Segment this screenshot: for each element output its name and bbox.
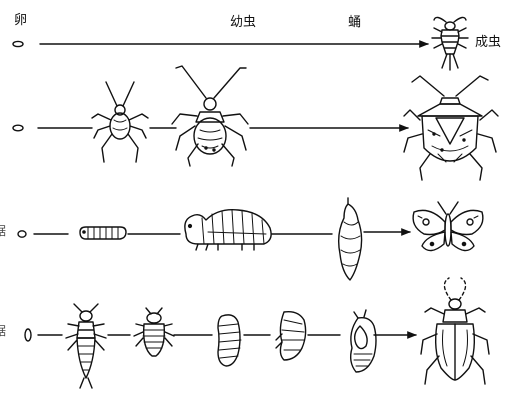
butterfly-icon (413, 202, 483, 251)
egg-icon (18, 231, 26, 237)
caterpillar-large-icon (185, 210, 271, 250)
beetle-larva-3-icon (218, 315, 241, 366)
egg-icon (25, 329, 31, 341)
row-butterfly (18, 198, 483, 280)
caterpillar-small-icon (80, 227, 126, 239)
beetle-larva-1-icon (66, 304, 106, 388)
egg-icon (13, 125, 23, 131)
beetle-larva-2-icon (134, 308, 174, 356)
row-hemimetabolous (13, 66, 498, 180)
chrysalis-icon (339, 198, 362, 280)
egg-icon (13, 41, 23, 46)
bug-nymph-large-icon (172, 66, 248, 166)
silverfish-icon (432, 17, 468, 70)
beetle-pupa-icon (351, 310, 376, 372)
bug-nymph-small-icon (92, 82, 148, 162)
stink-bug-adult-icon (404, 76, 498, 180)
beetle-adult-icon (421, 278, 489, 384)
row-beetle (25, 278, 489, 388)
beetle-larva-4-icon (276, 312, 306, 360)
row-ametabolous (13, 17, 468, 70)
